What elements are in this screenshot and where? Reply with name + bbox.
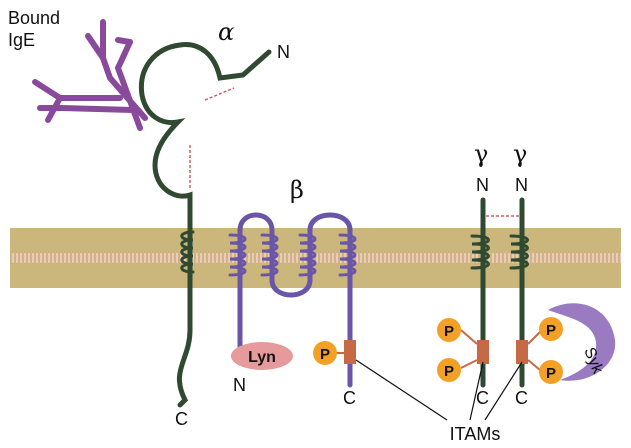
beta-label: β: [290, 176, 304, 204]
itams-label: ITAMs: [450, 424, 501, 444]
phospho-link-gl-2: [461, 360, 477, 368]
itam-box-beta: [344, 340, 356, 364]
gamma-left-n-terminus: N: [476, 175, 489, 195]
alpha-disulfide-bond-1: [205, 88, 234, 100]
phospho-link-gr-1: [528, 332, 540, 344]
gamma-right-n-terminus: N: [515, 175, 528, 195]
alpha-n-terminus: N: [277, 42, 290, 62]
phosphate-links: [336, 330, 540, 370]
alpha-label: α: [218, 18, 234, 46]
gamma-left-label: γ: [474, 140, 488, 168]
itam-segments: [344, 340, 528, 364]
ige-heavy-chain-2: [118, 42, 140, 128]
phospho-link-gr-2: [528, 360, 540, 370]
beta-c-terminus: C: [343, 388, 356, 408]
ige-antibody: [35, 22, 145, 128]
bound-ige-label-line-2: IgE: [8, 30, 35, 50]
ige-heavy-chain-1: [103, 22, 145, 118]
phosphate-beta-label: P: [320, 346, 330, 363]
phospho-link-gl-1: [461, 330, 477, 344]
phosphate-gr-1-label: P: [546, 322, 556, 339]
phosphate-gl-2-label: P: [444, 363, 454, 380]
ige-light-chain-2: [118, 40, 130, 42]
alpha-c-terminus: C: [175, 409, 188, 429]
itam-box-gamma-left: [477, 340, 489, 364]
gamma-right-c-terminus: C: [515, 388, 528, 408]
phosphate-gr-2-label: P: [546, 365, 556, 382]
bound-ige-label-line-1: Bound: [8, 8, 60, 28]
beta-n-terminus: N: [233, 375, 246, 395]
itam-callout-beta: [356, 360, 447, 420]
phosphate-gl-1-label: P: [444, 323, 454, 340]
gamma-left-c-terminus: C: [476, 388, 489, 408]
lyn-label: Lyn: [248, 349, 276, 366]
gamma-right-label: γ: [513, 140, 527, 168]
itam-box-gamma-right: [516, 340, 528, 364]
ige-heavy-chain-3: [35, 82, 120, 98]
